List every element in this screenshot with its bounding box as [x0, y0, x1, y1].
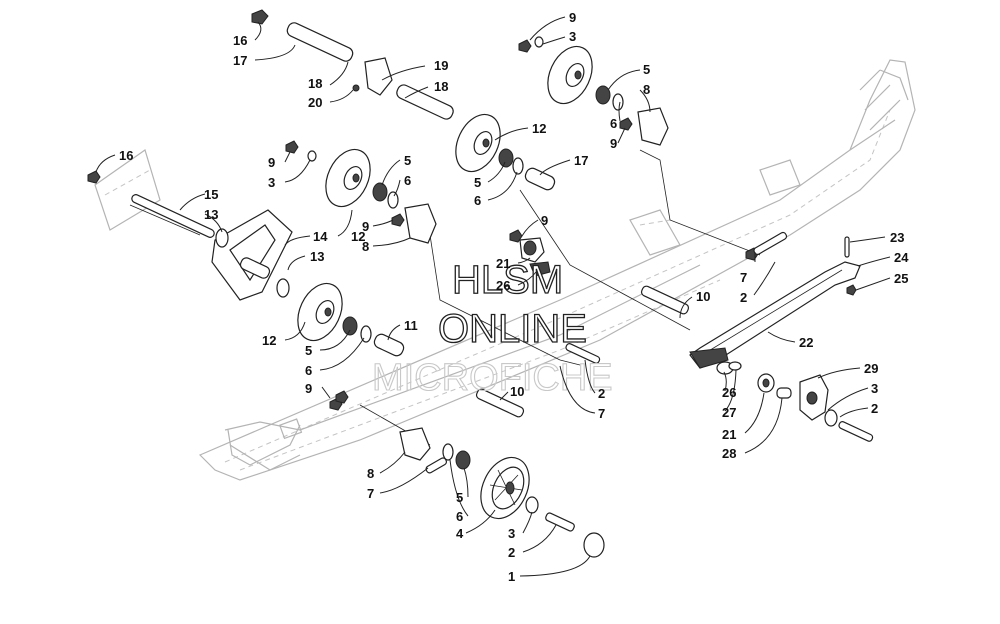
callout-13-upper: 13 — [204, 207, 218, 222]
callout-22: 22 — [799, 335, 813, 350]
callout-3-bottom: 3 — [508, 526, 515, 541]
callout-23: 23 — [890, 230, 904, 245]
callout-24: 24 — [894, 250, 909, 265]
lower-bogie-wheel — [480, 456, 605, 558]
watermark-line-3: MICROFICHE — [372, 357, 613, 399]
callout-25: 25 — [894, 271, 908, 286]
idler-wheel-top-right — [547, 45, 593, 105]
callout-6-left: 6 — [404, 173, 411, 188]
callout-13-lower: 13 — [310, 249, 324, 264]
callout-6-center: 6 — [474, 193, 481, 208]
callout-12-lower: 12 — [262, 333, 276, 348]
callout-3-top-right: 3 — [569, 29, 576, 44]
idler-wheel-lower-left — [297, 282, 343, 342]
callout-3-left: 3 — [268, 175, 275, 190]
brackets — [399, 107, 669, 461]
callout-12-left: 12 — [351, 229, 365, 244]
callout-20: 20 — [308, 95, 322, 110]
callout-18-right: 18 — [434, 79, 448, 94]
callout-9-lower: 9 — [305, 381, 312, 396]
callout-9-left: 9 — [268, 155, 275, 170]
callout-29: 29 — [864, 361, 878, 376]
callout-26-right: 26 — [722, 385, 736, 400]
callout-9-center: 9 — [541, 213, 548, 228]
callout-6-bottom: 6 — [456, 509, 463, 524]
callout-19: 19 — [434, 58, 448, 73]
callout-17-center: 17 — [574, 153, 588, 168]
callout-27: 27 — [722, 405, 736, 420]
callout-28: 28 — [722, 446, 736, 461]
callout-2-far-right: 2 — [871, 401, 878, 416]
callout-labels: 16 17 18 20 19 18 9 3 5 8 12 6 9 16 9 3 … — [119, 10, 909, 584]
bearings-and-washers — [87, 36, 857, 470]
callout-16-left: 16 — [119, 148, 133, 163]
callout-7-right: 7 — [740, 270, 747, 285]
callout-5-bottom: 5 — [456, 490, 463, 505]
callout-15: 15 — [204, 187, 218, 202]
rear-bracket-assembly — [757, 373, 838, 427]
idler-wheel-top-center — [455, 113, 501, 173]
rocker-arm-assembly — [131, 194, 293, 301]
callout-17-top: 17 — [233, 53, 247, 68]
callout-7-center: 7 — [598, 406, 605, 421]
callout-2-center: 2 — [598, 386, 605, 401]
callout-5-lower: 5 — [305, 343, 312, 358]
callout-5-left: 5 — [404, 153, 411, 168]
limiter-strap-assembly — [689, 261, 861, 375]
callout-16-top: 16 — [233, 33, 247, 48]
callout-3-right: 3 — [871, 381, 878, 396]
watermark-line-2: ONLINE — [438, 307, 587, 351]
watermark: HLSM ONLINE MICROFICHE — [371, 257, 613, 399]
callout-18-left: 18 — [308, 76, 322, 91]
callout-21-right: 21 — [722, 427, 736, 442]
callout-6-top-right: 6 — [610, 116, 617, 131]
callout-5-center: 5 — [474, 175, 481, 190]
callout-7-lower: 7 — [367, 486, 374, 501]
callout-8-top-right: 8 — [643, 82, 650, 97]
callout-9-top-right: 9 — [569, 10, 576, 25]
callout-12-top-center: 12 — [532, 121, 546, 136]
callout-5-top-right: 5 — [643, 62, 650, 77]
callout-10-right: 10 — [696, 289, 710, 304]
callout-10-lower: 10 — [510, 384, 524, 399]
watermark-line-1: HLSM — [452, 258, 563, 302]
cross-shafts-and-bolts — [425, 231, 874, 532]
callout-26-center: 26 — [496, 278, 510, 293]
callout-9-left-bracket: 9 — [362, 219, 369, 234]
callout-14: 14 — [313, 229, 328, 244]
callout-1: 1 — [508, 569, 515, 584]
callout-8-left-bracket: 8 — [362, 239, 369, 254]
upper-axle-assembly — [251, 9, 454, 120]
callout-2-bottom: 2 — [508, 545, 515, 560]
leader-lines — [95, 16, 891, 577]
callout-4: 4 — [456, 526, 464, 541]
callout-8-lower: 8 — [367, 466, 374, 481]
callout-9-right-bracket: 9 — [610, 136, 617, 151]
callout-21-center: 21 — [496, 256, 510, 271]
idler-wheel-left — [325, 148, 371, 208]
callout-11: 11 — [404, 318, 418, 333]
center-pivot-block — [519, 237, 551, 277]
suspension-rail-frame — [94, 59, 916, 481]
callout-2-right: 2 — [740, 290, 747, 305]
callout-6-lower: 6 — [305, 363, 312, 378]
